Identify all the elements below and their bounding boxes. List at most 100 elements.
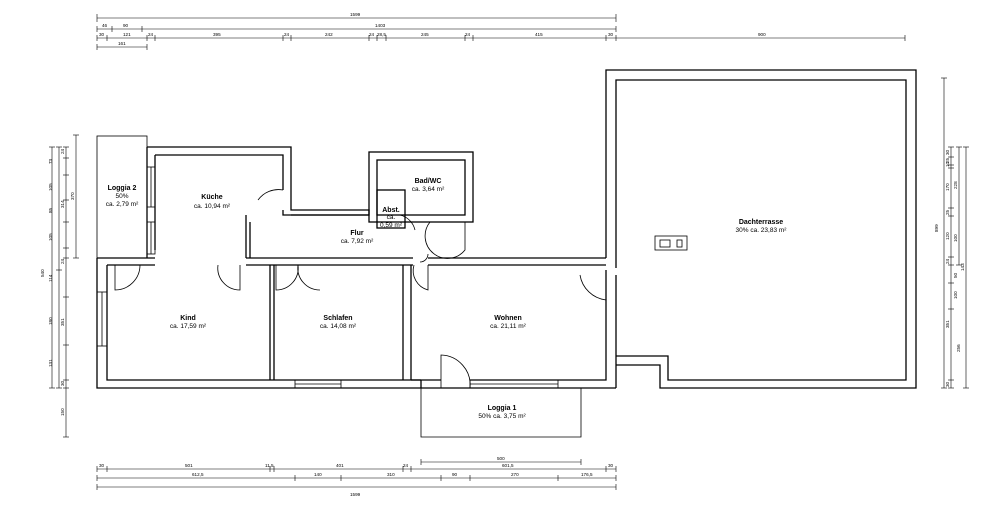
room-dachterrasse-name: Dachterrasse: [739, 219, 783, 226]
loggia1-outline: [420, 388, 582, 438]
dim-top-r2-6: 24: [369, 32, 375, 37]
dim-left-4: 105: [48, 233, 53, 241]
dim-left-inner-1: 314: [60, 200, 65, 208]
room-bad-name: Bad/WC: [415, 178, 442, 185]
door-kind-2: [217, 264, 241, 291]
door-abst: [399, 214, 416, 231]
dim-left-8: 131: [48, 359, 53, 367]
room-kueche-area: ca. 10,94 m²: [194, 203, 231, 210]
dim-left-1: 73: [48, 158, 53, 164]
dim-left-7: 180: [48, 317, 53, 325]
room-flur-name: Flur: [350, 230, 363, 237]
dim-right-8: 100: [953, 291, 958, 299]
room-loggia2-line1: 50%: [115, 193, 128, 200]
dim-bottom-r3-0: 612,5: [192, 472, 204, 477]
dim-right-inner-4: 351: [945, 320, 950, 328]
dim-right-inner-3: 143: [960, 263, 965, 271]
left-dimensions: 24 73 105 85 105 24 114 180 131 30 150 3…: [40, 134, 79, 438]
dim-bottom-r3-3: 90: [452, 472, 458, 477]
kueche-inner-wall: [155, 154, 284, 190]
walls: [96, 69, 917, 438]
room-abst-name: Abst.: [382, 207, 400, 214]
dim-left-inner-2: 540: [40, 269, 45, 277]
dim-left-6: 114: [48, 274, 53, 282]
room-kind-name: Kind: [180, 315, 196, 322]
room-schlafen-area: ca. 14,08 m²: [320, 323, 357, 330]
room-wohnen-area: ca. 21,11 m²: [490, 323, 526, 330]
dim-bottom-r2-5: 601,5: [502, 463, 514, 468]
dim-top-r2-9: 24: [465, 32, 471, 37]
dim-top-r1-a: 46: [102, 23, 108, 28]
dim-right-2: 10: [945, 161, 950, 167]
dim-right-inner-1: 228: [953, 181, 958, 189]
dim-bottom-r3-4: 270: [511, 472, 519, 477]
windows: [96, 166, 559, 389]
door-schlafen-2: [297, 264, 321, 291]
bad-inner: [376, 159, 466, 216]
door-schlafen-1: [275, 264, 299, 291]
door-flur-small: [419, 253, 429, 263]
dim-bottom-r3-2: 310: [387, 472, 395, 477]
dim-right-7: 50: [953, 272, 958, 278]
dim-right-10: 30: [945, 381, 950, 387]
dim-left-inner-3: 351: [60, 318, 65, 326]
inner-left-bottom: [106, 265, 421, 381]
dim-right-0: 30: [945, 149, 950, 155]
dim-right-3: 170: [945, 183, 950, 191]
abst-wall: [376, 189, 406, 229]
dim-right-inner-0: 899: [934, 224, 939, 232]
dachterrasse-outer: [605, 69, 917, 389]
room-flur-area: ca. 7,92 m²: [341, 238, 374, 245]
flur-top-wall: [282, 210, 369, 216]
room-kueche-name: Küche: [201, 194, 223, 201]
dim-right-5: 120: [945, 232, 950, 240]
door-bad: [424, 221, 466, 259]
dim-top-r3: 161: [118, 41, 126, 46]
dim-bottom-r2-1: 501: [185, 463, 193, 468]
dim-bottom-r2-0: 30: [99, 463, 105, 468]
room-loggia1-area: 50% ca. 3,75 m²: [478, 413, 526, 420]
dim-right-4: 25: [945, 209, 950, 215]
room-labels: Loggia 2 50% ca. 2,79 m² Küche ca. 10,94…: [106, 178, 788, 420]
kueche-wall: [147, 146, 370, 216]
dim-top-sub: 1403: [375, 23, 386, 28]
door-dachterrasse: [579, 270, 607, 301]
dim-left-9: 30: [60, 380, 65, 386]
dim-left-10: 150: [60, 408, 65, 416]
outer-left-bottom: [96, 258, 422, 389]
bottom-dimensions: 500 30 501 11,5 401 24 601,5 30 612,5 14…: [96, 456, 617, 497]
room-bad-area: ca. 3,64 m²: [412, 186, 445, 193]
room-wohnen-name: Wohnen: [494, 315, 521, 322]
dim-top-r2-12: 900: [758, 32, 766, 37]
dachterrasse-inner: [615, 79, 907, 381]
door-kueche: [257, 189, 284, 201]
dim-bottom-total: 1599: [350, 492, 361, 497]
room-abst-line2: 0,59 m²: [380, 222, 403, 229]
fixtures: [654, 235, 688, 251]
dim-bottom-r3-5: 176,5: [581, 472, 593, 477]
dim-right-1: 25: [945, 157, 950, 163]
dim-left-3: 85: [48, 207, 53, 213]
right-dimensions: 899 30 25 10 170 25 120 24 50 100 256 30…: [934, 77, 969, 389]
dim-bottom-r2-6: 30: [608, 463, 614, 468]
dim-top-r2-11: 30: [608, 32, 614, 37]
dim-top-r2-5: 242: [325, 32, 333, 37]
dim-bottom-r2-3: 401: [336, 463, 344, 468]
dim-right-6: 24: [945, 258, 950, 264]
dim-left-5: 24: [60, 258, 65, 264]
dim-top-r1-b: 90: [123, 23, 129, 28]
top-dimensions: 1599 46 90 1403 30 121 24 395 24 242 24 …: [96, 12, 906, 50]
room-kind-area: ca. 17,59 m²: [170, 323, 207, 330]
dim-left-inner-0: 370: [70, 192, 75, 200]
door-loggia1: [440, 354, 471, 389]
dim-top-total: 1599: [350, 12, 361, 17]
dim-top-r2-7: 28,5: [377, 32, 386, 37]
dim-top-r2-0: 30: [99, 32, 105, 37]
dim-left-0: 24: [60, 148, 65, 154]
dim-top-r2-2: 24: [148, 32, 154, 37]
room-loggia1-name: Loggia 1: [488, 405, 517, 412]
dim-bottom-r2-2: 11,5: [265, 463, 274, 468]
room-dachterrasse-area: 30% ca. 23,83 m²: [736, 227, 788, 234]
dim-top-r2-4: 24: [284, 32, 290, 37]
